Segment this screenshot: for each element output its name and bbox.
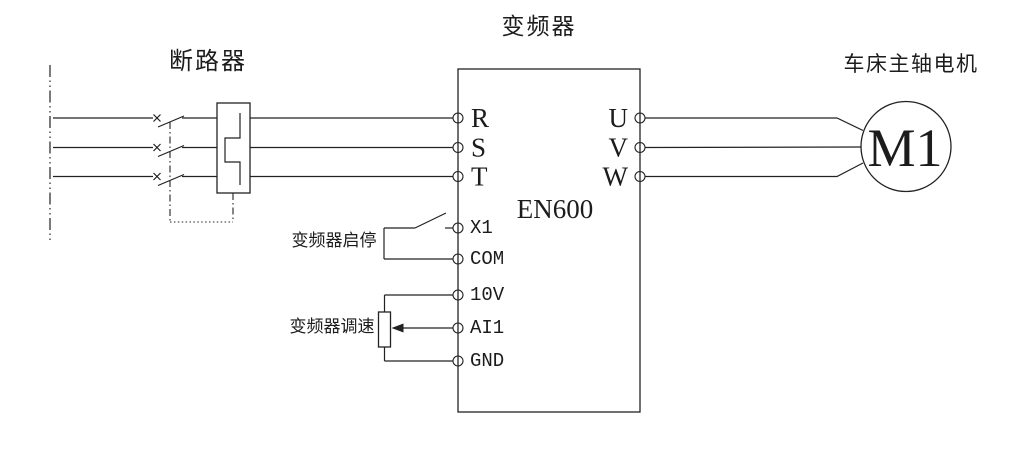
terminal-10v-label: 10V — [470, 284, 505, 306]
annotations: 断路器 变频器 车床主轴电机 变频器启停 变频器调速 — [169, 14, 979, 337]
speed-potentiometer — [377, 294, 453, 362]
terminal-w-label: W — [603, 162, 629, 192]
start-stop-label: 变频器启停 — [292, 231, 377, 251]
breaker-blade-l2 — [157, 144, 185, 158]
inverter: R S T U V W X1 COM 10V AI1 GND EN600 — [452, 68, 646, 413]
speed-label: 变频器调速 — [290, 317, 375, 337]
motor-label: M1 — [867, 118, 942, 178]
terminal-u-label: U — [609, 103, 629, 133]
motor-wire-u — [645, 117, 864, 132]
motor-title: 车床主轴电机 — [844, 52, 979, 76]
contact-cross-icon — [153, 143, 161, 152]
terminal-t-circle — [452, 170, 464, 183]
terminal-r-circle — [452, 112, 464, 124]
contact-cross-icon — [153, 172, 161, 181]
terminal-t-label: T — [471, 162, 488, 192]
phase-wires — [250, 117, 453, 178]
switch-blade — [414, 212, 447, 229]
inverter-body — [457, 68, 641, 413]
terminal-s-label: S — [471, 133, 486, 163]
terminal-gnd-label: GND — [470, 350, 504, 372]
inverter-title: 变频器 — [502, 14, 577, 40]
inverter-model-label: EN600 — [517, 194, 594, 224]
breaker-blade-l3 — [157, 173, 185, 187]
potentiometer-body — [377, 311, 392, 348]
circuit-breaker — [53, 102, 251, 223]
contact-cross-icon — [153, 114, 161, 122]
terminal-x1-label: X1 — [470, 217, 493, 239]
motor-wire-w — [645, 162, 864, 178]
breaker-blade-l1 — [157, 115, 185, 128]
start-stop-switch — [383, 212, 453, 260]
breaker-trip-element — [224, 113, 241, 185]
breaker-body — [216, 102, 251, 194]
terminal-s-circle — [452, 141, 464, 154]
pot-wiper-arrow-icon — [391, 323, 404, 333]
terminal-r-label: R — [471, 103, 489, 133]
motor: M1 — [644, 100, 952, 193]
terminal-ai1-label: AI1 — [470, 317, 504, 339]
terminal-com-label: COM — [470, 248, 504, 270]
motor-body — [860, 100, 952, 193]
terminal-v-label: V — [609, 133, 629, 163]
motor-wire-v — [644, 146, 862, 149]
breaker-title: 断路器 — [169, 47, 247, 75]
